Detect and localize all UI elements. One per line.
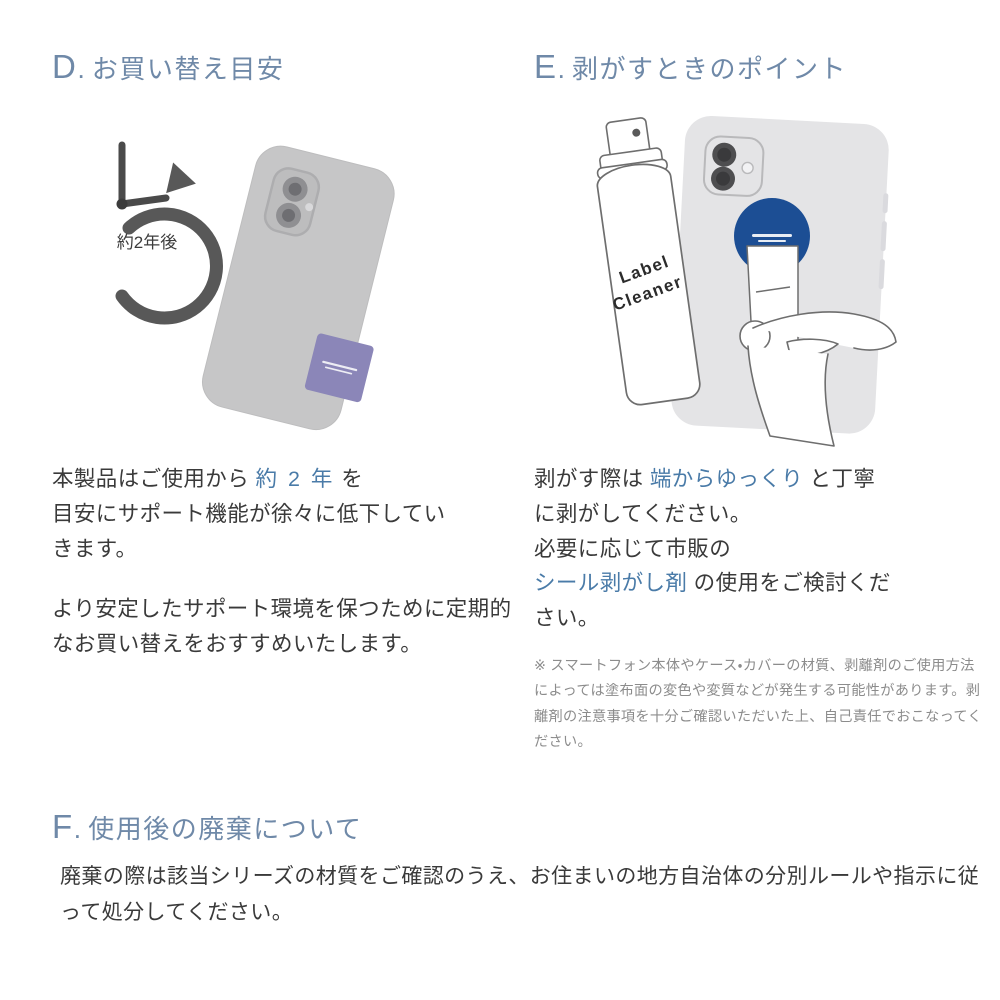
illustration-e-svg: Label Cleaner bbox=[596, 116, 897, 447]
heading-e-title: 剥がすときのポイント bbox=[572, 54, 848, 84]
heading-e-dot: . bbox=[557, 54, 566, 84]
heading-d: D . お買い替え目安 bbox=[52, 50, 512, 83]
paragraph-e-2-accent: シール剥がし剤 bbox=[534, 571, 688, 596]
heading-e-letter: E bbox=[534, 48, 557, 85]
section-d-heading: D . お買い替え目安 bbox=[52, 50, 512, 83]
heading-f: F . 使用後の廃棄について bbox=[52, 810, 982, 843]
heading-d-dot: . bbox=[77, 54, 85, 84]
section-e-heading: E . 剥がすときのポイント bbox=[534, 50, 989, 83]
heading-e: E . 剥がすときのポイント bbox=[534, 50, 989, 83]
paragraph-d-1-line2: 目安にサポート機能が徐々に低下してい bbox=[52, 501, 446, 526]
paragraph-e-1: 剥がす際は 端からゆっくり と丁寧 に剥がしてください。 必要に応じて市販の シ… bbox=[534, 462, 989, 636]
spray-can-icon: Label Cleaner bbox=[596, 117, 701, 406]
clock-label: 約2年後 bbox=[117, 233, 177, 252]
paragraph-e-1-accent: 端からゆっくり bbox=[649, 467, 804, 491]
paragraph-e-1-post: と丁寧 bbox=[803, 467, 876, 491]
section-f: F . 使用後の廃棄について 廃棄の際は該当シリーズの材質をご確認のうえ、お住ま… bbox=[52, 810, 982, 931]
paragraph-d-1-accent: 約 2 年 bbox=[255, 467, 335, 491]
paragraph-d-1: 本製品はご使用から 約 2 年 を 目安にサポート機能が徐々に低下してい きます… bbox=[52, 462, 512, 566]
hand-peeling-icon bbox=[739, 311, 897, 447]
heading-f-dot: . bbox=[73, 814, 82, 844]
paragraph-e-1-line3: 必要に応じて市販の bbox=[534, 536, 732, 561]
heading-d-letter: D bbox=[52, 48, 77, 85]
paragraph-d-1-line3: きます。 bbox=[52, 536, 138, 561]
clock-rotate-arrow-icon: 約2年後 bbox=[115, 141, 223, 325]
paragraph-d-2: より安定したサポート環境を保つために定期的なお買い替えをおすすめいたします。 bbox=[52, 597, 512, 657]
paragraph-d-1-post: を bbox=[334, 467, 364, 491]
paragraph-e-1-line2: に剥がしてください。 bbox=[534, 501, 752, 526]
illustration-d: 約2年後 bbox=[52, 112, 512, 442]
heading-f-letter: F bbox=[52, 808, 73, 845]
paragraph-e-2-line2: さい。 bbox=[534, 606, 600, 631]
paragraph-d-1-pre: 本製品はご使用から bbox=[52, 467, 256, 491]
note-e: ※ スマートフォン本体やケース・カバーの材質、剥離剤のご使用方法によっては塗布面… bbox=[534, 658, 982, 750]
heading-f-title: 使用後の廃棄について bbox=[88, 814, 363, 844]
section-e-body: 剥がす際は 端からゆっくり と丁寧 に剥がしてください。 必要に応じて市販の シ… bbox=[534, 462, 989, 755]
paragraph-f-body: 廃棄の際は該当シリーズの材質をご確認のうえ、お住まいの地方自治体の分別ルールや指… bbox=[60, 865, 980, 925]
illustration-d-svg: 約2年後 bbox=[115, 141, 395, 431]
purple-sticker-icon bbox=[304, 333, 374, 403]
paragraph-e-2-post: の使用をご検討くだ bbox=[687, 571, 891, 596]
smartphone-back-icon bbox=[202, 145, 395, 431]
paragraph-e-1-pre: 剥がす際は bbox=[534, 467, 650, 491]
heading-d-title: お買い替え目安 bbox=[91, 54, 285, 84]
section-d-body: 本製品はご使用から 約 2 年 を 目安にサポート機能が徐々に低下してい きます… bbox=[52, 462, 512, 662]
illustration-e: Label Cleaner bbox=[534, 96, 989, 447]
